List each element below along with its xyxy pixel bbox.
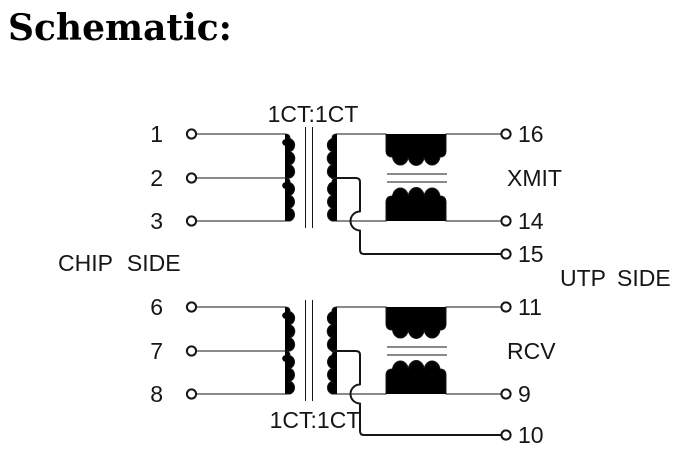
xmit-center-tap-wire [331,177,503,255]
pin-label-14: 14 [518,208,544,234]
xmit-label: XMIT [507,165,562,191]
pin-label-16: 16 [518,121,544,147]
circuit-lines [185,126,512,441]
rcv-center-tap-wire [331,350,503,436]
pin-label-9: 9 [518,381,531,407]
utp-terminal-center-tap-rcv [500,429,512,441]
pin-label-15: 15 [518,241,544,267]
pin-label-1: 1 [150,121,163,147]
pin-label-8: 8 [150,381,163,407]
rcv-ratio-label: 1CT:1CT [270,407,361,433]
xmit-ratio-label: 1CT:1CT [268,101,359,127]
pin-label-2: 2 [150,165,163,191]
pin-label-11: 11 [518,294,542,320]
utp-terminal-center-tap-xmit [500,248,512,260]
pin-label-10: 10 [518,422,544,448]
page-title: Schematic: [8,7,232,49]
pin-label-7: 7 [150,338,163,364]
pin-label-6: 6 [150,294,163,320]
rcv-label: RCV [507,338,556,364]
utp-side-label: UTP SIDE [560,265,671,291]
chip-side-label: CHIP SIDE [58,250,181,276]
pin-label-3: 3 [150,208,163,234]
